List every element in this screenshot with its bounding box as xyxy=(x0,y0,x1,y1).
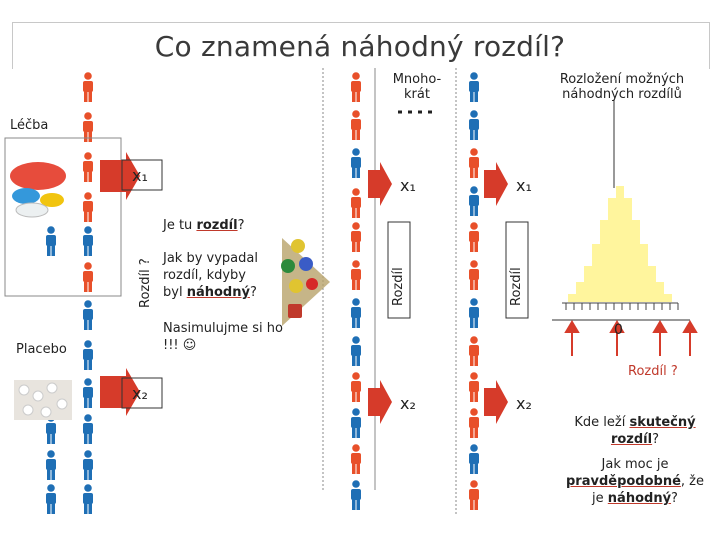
rozdil-q-right: Rozdíl ? xyxy=(628,364,678,379)
arrow-x1-right xyxy=(484,162,508,206)
x1-right: x₁ xyxy=(516,176,532,195)
label-lecba: Léčba xyxy=(10,118,49,133)
x1-left: x₁ xyxy=(132,166,148,185)
label-mnohokrat: Mnoho-krát xyxy=(392,72,442,102)
white-pills-image xyxy=(14,380,72,420)
histogram xyxy=(552,186,690,321)
arrow-x1-left xyxy=(100,152,140,200)
arrow-x1-mid xyxy=(368,162,392,206)
zero-label: 0 xyxy=(614,322,623,338)
rozdil-vertical-right: Rozdíl xyxy=(509,267,524,306)
title-frame xyxy=(12,22,710,69)
arrow-x2-mid xyxy=(368,380,392,424)
je-tu-rozdil: Je tu rozdíl? xyxy=(163,218,245,233)
page-title: Co znamená náhodný rozdíl? xyxy=(154,30,566,63)
rozdil-vertical-mid: Rozdíl xyxy=(391,267,406,306)
arrow-x2-left xyxy=(100,368,140,416)
rozdil-q-vertical: Rozdíl ? xyxy=(138,258,153,308)
label-placebo: Placebo xyxy=(16,342,67,357)
jak-by-vypadal: Jak by vypadal rozdíl, kdyby byl náhodný… xyxy=(163,251,258,300)
x2-mid: x₂ xyxy=(400,394,416,413)
nasimulujme: Nasimulujme si ho !!! ☺ xyxy=(163,321,283,353)
x2-left: x₂ xyxy=(132,384,148,403)
x2-right: x₂ xyxy=(516,394,532,413)
pills-image xyxy=(10,162,66,218)
label-rozlozeni: Rozložení možných náhodných rozdílů xyxy=(559,72,685,102)
board-game-pieces-image xyxy=(281,238,330,326)
kde-lezi: Kde leží skutečný rozdíl? xyxy=(574,415,696,447)
jak-moc: Jak moc je pravděpodobné, že je náhodný? xyxy=(565,457,705,506)
x1-mid: x₁ xyxy=(400,176,416,195)
arrow-x2-right xyxy=(484,380,508,424)
